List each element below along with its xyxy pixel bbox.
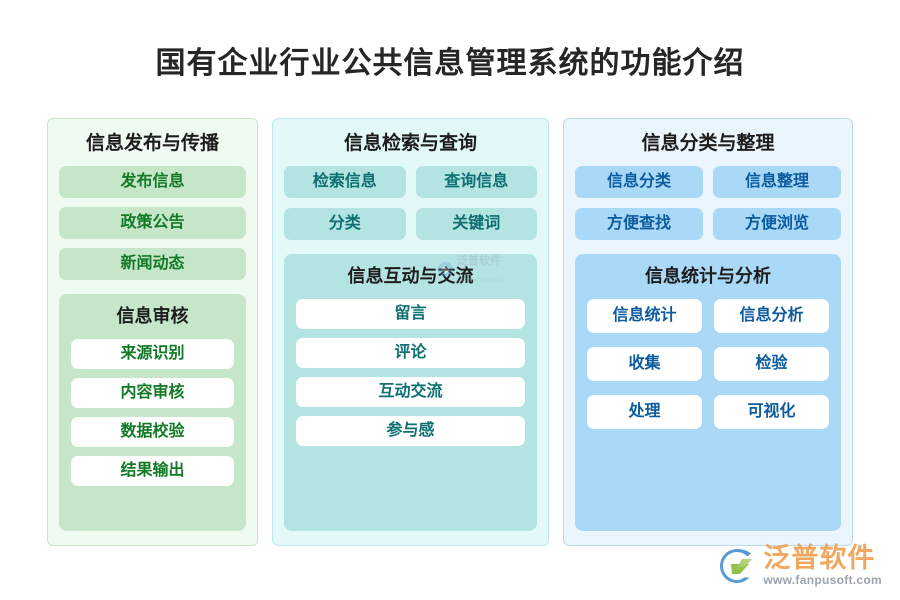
column-title-info-classify: 信息分类与整理 — [641, 133, 775, 154]
pill-message[interactable]: 留言 — [296, 299, 525, 329]
pill-news-updates[interactable]: 新闻动态 — [59, 248, 246, 280]
subpanel-info-interaction: 信息互动与交流 留言 评论 互动交流 参与感 — [284, 254, 537, 531]
pill-source-identification[interactable]: 来源识别 — [71, 339, 234, 369]
pill-publish-info[interactable]: 发布信息 — [59, 166, 246, 198]
columns-container: 信息发布与传播 发布信息 政策公告 新闻动态 信息审核 来源识别 内容审核 数据… — [47, 118, 853, 546]
pill-collection[interactable]: 收集 — [587, 347, 702, 381]
pill-category[interactable]: 分类 — [284, 208, 406, 240]
pill-visualization[interactable]: 可视化 — [714, 395, 829, 429]
subpanel-list-info-review: 来源识别 内容审核 数据校验 结果输出 — [71, 339, 234, 486]
pill-retrieve-info[interactable]: 检索信息 — [284, 166, 406, 198]
pill-content-review[interactable]: 内容审核 — [71, 378, 234, 408]
subpanel-title-info-interaction: 信息互动与交流 — [347, 266, 474, 286]
pill-grid-info-search: 检索信息 查询信息 分类 关键词 — [284, 166, 537, 240]
column-title-info-publish: 信息发布与传播 — [85, 133, 219, 154]
page-title: 国有企业行业公共信息管理系统的功能介绍 — [155, 47, 745, 80]
pill-info-organization[interactable]: 信息整理 — [713, 166, 841, 198]
pill-easy-browse[interactable]: 方便浏览 — [713, 208, 841, 240]
brand-logo: 泛普软件 www.fanpusoft.com — [718, 544, 882, 588]
brand-name: 泛普软件 — [763, 543, 876, 573]
subpanel-title-info-review: 信息审核 — [116, 306, 189, 326]
fanpu-logo-icon — [718, 547, 756, 585]
pill-result-output[interactable]: 结果输出 — [71, 456, 234, 486]
pill-inspection[interactable]: 检验 — [714, 347, 829, 381]
column-title-info-search: 信息检索与查询 — [343, 133, 477, 154]
pill-engagement[interactable]: 参与感 — [296, 416, 525, 446]
pill-info-classification[interactable]: 信息分类 — [575, 166, 703, 198]
pill-info-analysis[interactable]: 信息分析 — [714, 299, 829, 333]
brand-text-group: 泛普软件 www.fanpusoft.com — [763, 544, 882, 588]
brand-url: www.fanpusoft.com — [763, 573, 882, 587]
pill-list-info-publish: 发布信息 政策公告 新闻动态 — [59, 166, 246, 280]
pill-easy-search[interactable]: 方便查找 — [575, 208, 703, 240]
subpanel-list-info-interaction: 留言 评论 互动交流 参与感 — [296, 299, 525, 446]
pill-interaction[interactable]: 互动交流 — [296, 377, 525, 407]
pill-policy-notice[interactable]: 政策公告 — [59, 207, 246, 239]
column-info-search: 信息检索与查询 检索信息 查询信息 分类 关键词 信息互动与交流 留言 评论 互… — [272, 118, 549, 546]
pill-processing[interactable]: 处理 — [587, 395, 702, 429]
pill-info-statistics[interactable]: 信息统计 — [587, 299, 702, 333]
pill-keyword[interactable]: 关键词 — [415, 208, 537, 240]
pill-data-validation[interactable]: 数据校验 — [71, 417, 234, 447]
pill-query-info[interactable]: 查询信息 — [415, 166, 537, 198]
pill-grid-info-classify: 信息分类 信息整理 方便查找 方便浏览 — [575, 166, 841, 240]
subpanel-grid-info-statistics: 信息统计 信息分析 收集 检验 处理 可视化 — [587, 299, 829, 429]
subpanel-title-info-statistics: 信息统计与分析 — [645, 266, 771, 286]
subpanel-info-review: 信息审核 来源识别 内容审核 数据校验 结果输出 — [59, 294, 246, 531]
column-info-classify: 信息分类与整理 信息分类 信息整理 方便查找 方便浏览 信息统计与分析 信息统计… — [563, 118, 853, 546]
column-info-publish: 信息发布与传播 发布信息 政策公告 新闻动态 信息审核 来源识别 内容审核 数据… — [47, 118, 258, 546]
subpanel-info-statistics: 信息统计与分析 信息统计 信息分析 收集 检验 处理 可视化 — [575, 254, 841, 531]
pill-comment[interactable]: 评论 — [296, 338, 525, 368]
